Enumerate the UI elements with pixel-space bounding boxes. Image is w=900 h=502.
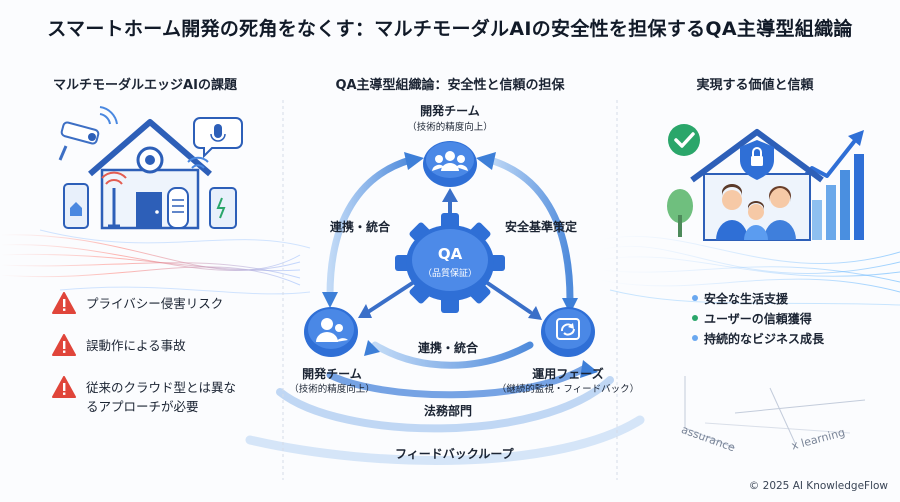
value-item: 安全な生活支援	[704, 292, 789, 306]
page-title: スマートホーム開発の死角をなくす：マルチモーダルAIの安全性を担保するQA主導型…	[47, 18, 853, 40]
warning-icon	[52, 334, 76, 356]
family-home-illustration	[667, 124, 864, 241]
risk-list: プライバシー侵害リスク 誤動作による事故 従来のクラウド型とは異な るアプローチ…	[52, 290, 282, 418]
node-right-title: 運用フェーズ	[532, 367, 604, 381]
section-title-center: QA主導型組織論：安全性と信頼の担保	[335, 78, 565, 93]
lock-icon	[740, 140, 774, 180]
node-right-subtitle: （継続的監視・フィードバック）	[496, 384, 640, 395]
edge-label-lower-center: 連携・統合	[418, 341, 479, 355]
edge-label-legal: 法務部門	[424, 404, 473, 418]
smart-home-illustration	[58, 106, 243, 230]
edge-label-upper-right: 安全基準策定	[505, 220, 578, 234]
family-icon	[716, 184, 796, 240]
section-title-left: マルチモーダルエッジAIの課題	[53, 78, 237, 93]
camera-icon	[58, 106, 118, 161]
phone-icon	[63, 183, 89, 229]
value-list: 安全な生活支援 ユーザーの信頼獲得 持続的なビジネス成長	[704, 290, 824, 350]
risk-item: プライバシー侵害リスク	[52, 290, 282, 322]
warning-icon	[52, 292, 76, 314]
value-item: 持続的なビジネス成長	[704, 332, 825, 346]
house-icon	[88, 119, 212, 230]
router-icon	[101, 171, 127, 228]
edge-label-upper-left: 連携・統合	[330, 220, 391, 234]
wifi-icon	[187, 156, 209, 169]
section-title-right: 実現する価値と信頼	[696, 78, 814, 93]
hub-title: QA	[437, 245, 463, 263]
team-icon	[423, 141, 477, 187]
tree-icon	[667, 189, 693, 237]
node-top-title: 開発チーム	[420, 104, 480, 118]
edge-label-feedback: フィードバックループ	[395, 447, 514, 461]
team-icon	[304, 307, 358, 357]
risk-item: 従来のクラウド型とは異な るアプローチが必要	[52, 374, 282, 418]
axes-decoration	[684, 376, 866, 449]
node-left-subtitle: （技術的精度向上）	[289, 384, 375, 395]
speaker-icon	[167, 187, 189, 229]
node-left-title: 開発チーム	[302, 367, 362, 381]
risk-item: 誤動作による事故	[52, 332, 282, 374]
microphone-icon	[193, 117, 243, 159]
hub-subtitle: （品質保証）	[422, 269, 477, 279]
warning-icon	[52, 376, 76, 398]
checkmark-icon	[668, 124, 700, 156]
thermostat-icon	[209, 187, 237, 229]
copyright-footer: © 2025 AI KnowledgeFlow	[748, 480, 888, 492]
risk-text: 従来のクラウド型とは異な るアプローチが必要	[86, 380, 237, 414]
risk-text: 誤動作による事故	[86, 338, 186, 353]
cycle-icon	[541, 307, 595, 357]
risk-text: プライバシー侵害リスク	[86, 296, 224, 311]
value-item: ユーザーの信頼獲得	[704, 312, 812, 326]
node-top-subtitle: （技術的精度向上）	[407, 122, 493, 133]
gear-icon	[395, 213, 505, 313]
